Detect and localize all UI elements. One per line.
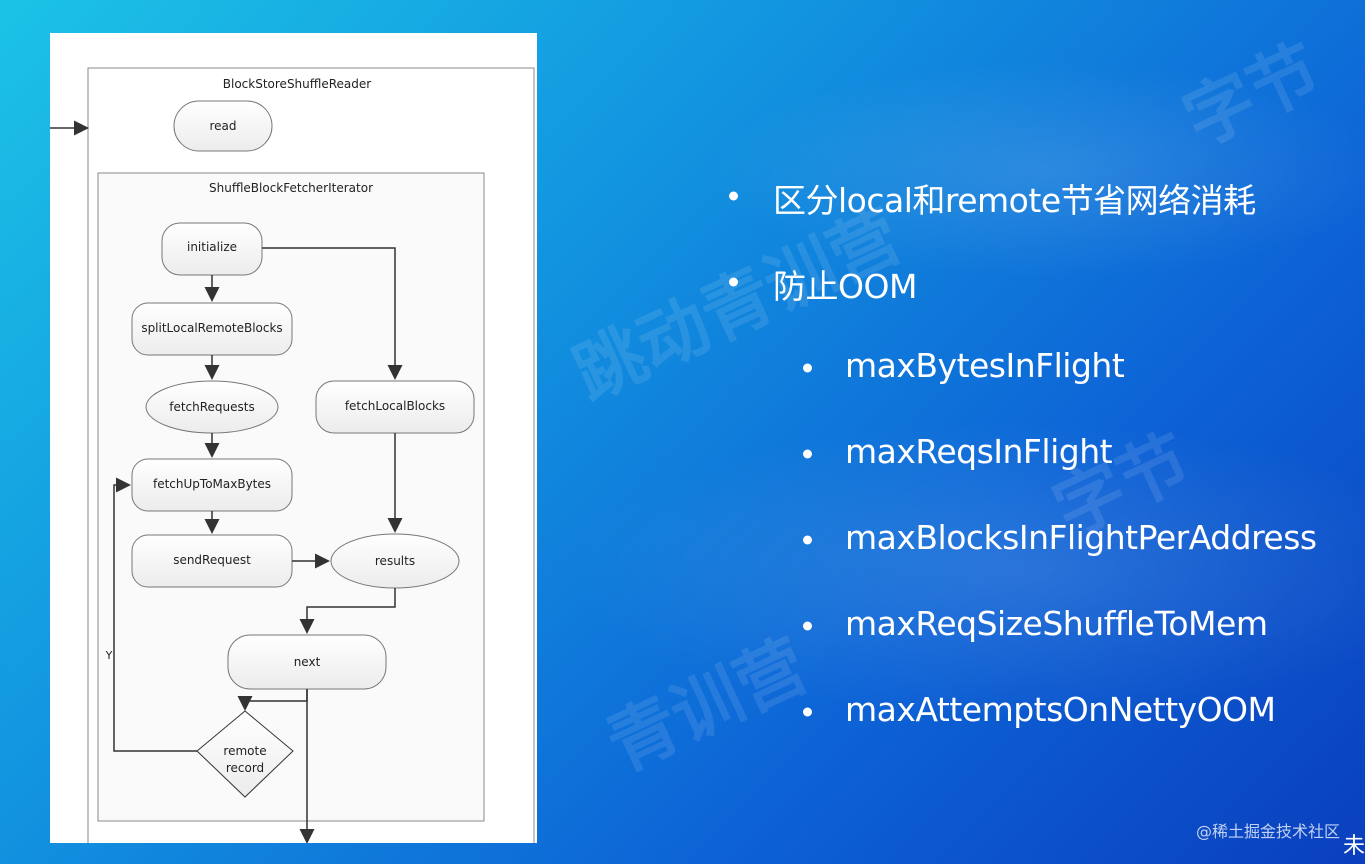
- bullet-dot: [803, 707, 812, 717]
- node-remote-record: [196, 710, 294, 798]
- inner-title: ShuffleBlockFetcherIterator: [209, 181, 373, 195]
- node-split-label: splitLocalRemoteBlocks: [141, 321, 282, 335]
- bullet-text: 防止OOM: [773, 267, 917, 306]
- bullet-dot: [729, 277, 738, 287]
- bullet-dot: [803, 621, 812, 631]
- bullet-text: maxBytesInFlight: [845, 346, 1125, 385]
- bullet-text: maxReqsInFlight: [845, 432, 1113, 471]
- edge-init-local: [262, 247, 403, 380]
- edge-label-y: Y: [105, 649, 113, 662]
- node-initialize-label: initialize: [187, 240, 237, 254]
- bullet-dot: [803, 363, 812, 373]
- node-remote-record-line1: remote: [223, 744, 266, 758]
- edge-results-next: [299, 588, 396, 634]
- node-fetch-up-to-label: fetchUpToMaxBytes: [153, 477, 271, 491]
- node-results-label: results: [375, 554, 415, 568]
- node-read: [173, 100, 273, 152]
- source-credit: @稀土掘金技术社区: [1195, 822, 1340, 841]
- bullet-dot: [803, 535, 812, 545]
- outer-title: BlockStoreShuffleReader: [223, 77, 372, 91]
- bullet-dot: [803, 449, 812, 459]
- flowchart-panel: BlockStoreShuffleReader read ShuffleBloc…: [50, 33, 537, 843]
- bullet-text: maxReqSizeShuffleToMem: [845, 604, 1268, 643]
- bullet-text: 区分local和remote节省网络消耗: [773, 181, 1256, 220]
- bullet-dot: [729, 191, 738, 201]
- edge-remote-upto-loop: [113, 477, 197, 752]
- node-next-label: next: [294, 655, 321, 669]
- flowchart-svg: BlockStoreShuffleReader read ShuffleBloc…: [50, 67, 535, 843]
- node-send-request-label: sendRequest: [173, 553, 251, 567]
- bullet-text: maxBlocksInFlightPerAddress: [845, 518, 1317, 557]
- bullet-text: maxAttemptsOnNettyOOM: [845, 690, 1276, 729]
- node-fetch-requests-label: fetchRequests: [169, 400, 255, 414]
- node-read-label: read: [209, 119, 236, 133]
- node-remote-record-line2: record: [226, 761, 264, 775]
- node-fetch-local-label: fetchLocalBlocks: [345, 399, 445, 413]
- corner-char: 未: [1342, 834, 1365, 859]
